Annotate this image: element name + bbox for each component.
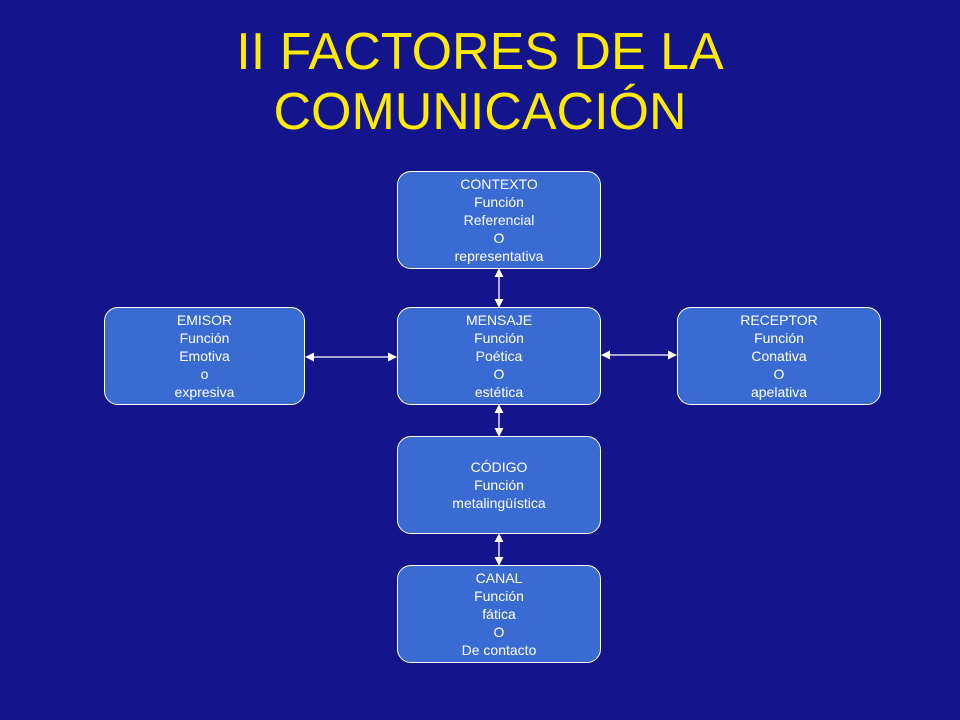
node-receptor-line: Función [754, 330, 804, 346]
node-receptor-line: RECEPTOR [740, 312, 818, 328]
node-mensaje-line: Poética [475, 348, 523, 364]
node-emisor-line: EMISOR [176, 312, 233, 328]
node-canal-line: CANAL [475, 570, 523, 586]
node-mensaje-line: estética [474, 384, 524, 400]
node-mensaje-line: Función [474, 330, 524, 346]
node-receptor-line: Conativa [751, 348, 807, 364]
node-contexto-line: Función [474, 194, 524, 210]
node-emisor-line: o [200, 366, 209, 382]
node-canal-line: Función [474, 588, 524, 604]
node-contexto-line: O [493, 230, 505, 246]
slide-title-line-1: II FACTORES DE LA [236, 23, 724, 81]
slide-title-line-2: COMUNICACIÓN [273, 83, 687, 141]
node-emisor-line: Función [179, 330, 230, 346]
node-canal: CANAL Función fática O De contacto [397, 565, 601, 663]
node-emisor-line: expresiva [174, 384, 235, 400]
node-emisor: EMISOR Función Emotiva o expresiva [104, 307, 305, 405]
node-receptor-line: O [773, 366, 785, 382]
node-mensaje: MENSAJE Función Poética O estética [397, 307, 601, 405]
node-emisor-line: Emotiva [179, 348, 230, 364]
node-contexto-line: Referencial [463, 212, 535, 228]
slide-title: II FACTORES DE LA COMUNICACIÓN [0, 22, 960, 142]
node-codigo-line: Función [474, 477, 524, 493]
node-codigo-line: CÓDIGO [470, 459, 528, 475]
node-canal-line: De contacto [461, 642, 537, 658]
node-contexto-line: CONTEXTO [460, 176, 538, 192]
node-receptor: RECEPTOR Función Conativa O apelativa [677, 307, 881, 405]
node-contexto-line: representativa [454, 248, 544, 264]
node-canal-line: O [493, 624, 505, 640]
node-codigo-line: metalingüística [452, 495, 546, 511]
node-contexto: CONTEXTO Función Referencial O represent… [397, 171, 601, 269]
node-canal-line: fática [482, 606, 516, 622]
node-receptor-line: apelativa [750, 384, 808, 400]
node-codigo: CÓDIGO Función metalingüística [397, 436, 601, 534]
node-mensaje-line: O [493, 366, 505, 382]
node-mensaje-line: MENSAJE [465, 312, 533, 328]
